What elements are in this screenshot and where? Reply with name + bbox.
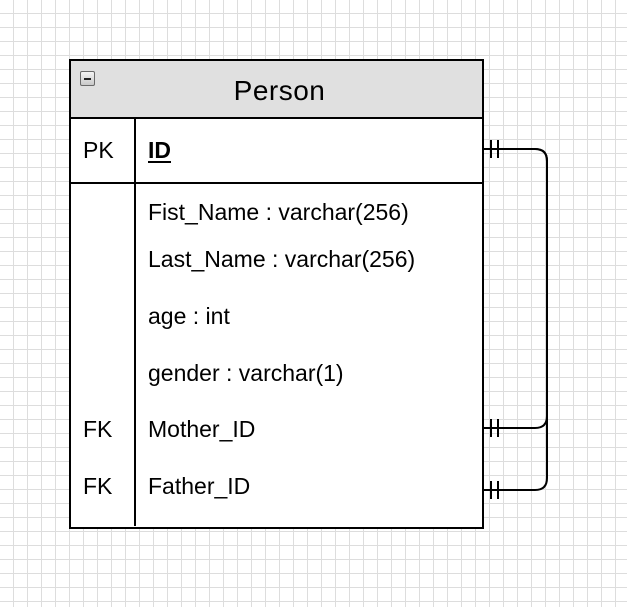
field-last-name[interactable]: Last_Name : varchar(256) [148,246,416,272]
collapse-icon[interactable] [80,71,95,86]
relation-id-father [482,148,548,491]
field-age[interactable]: age : int [148,303,230,329]
pk-label: PK [83,137,114,163]
key-column-divider [134,184,136,526]
primary-key-section: PK ID [71,119,482,184]
fk-label: FK [83,473,113,499]
relation-id-mother [482,148,548,429]
field-id[interactable]: ID [148,137,171,163]
key-column-divider [134,119,136,182]
field-fist-name[interactable]: Fist_Name : varchar(256) [148,199,409,225]
field-gender[interactable]: gender : varchar(1) [148,360,344,386]
field-mother-id[interactable]: Mother_ID [148,416,256,442]
entity-header: Person [71,61,482,119]
fk-label: FK [83,416,113,442]
field-father-id[interactable]: Father_ID [148,473,251,499]
entity-title: Person [233,75,326,106]
person-entity[interactable]: Person PK ID Fist_Name : varchar(256) La… [69,59,484,529]
